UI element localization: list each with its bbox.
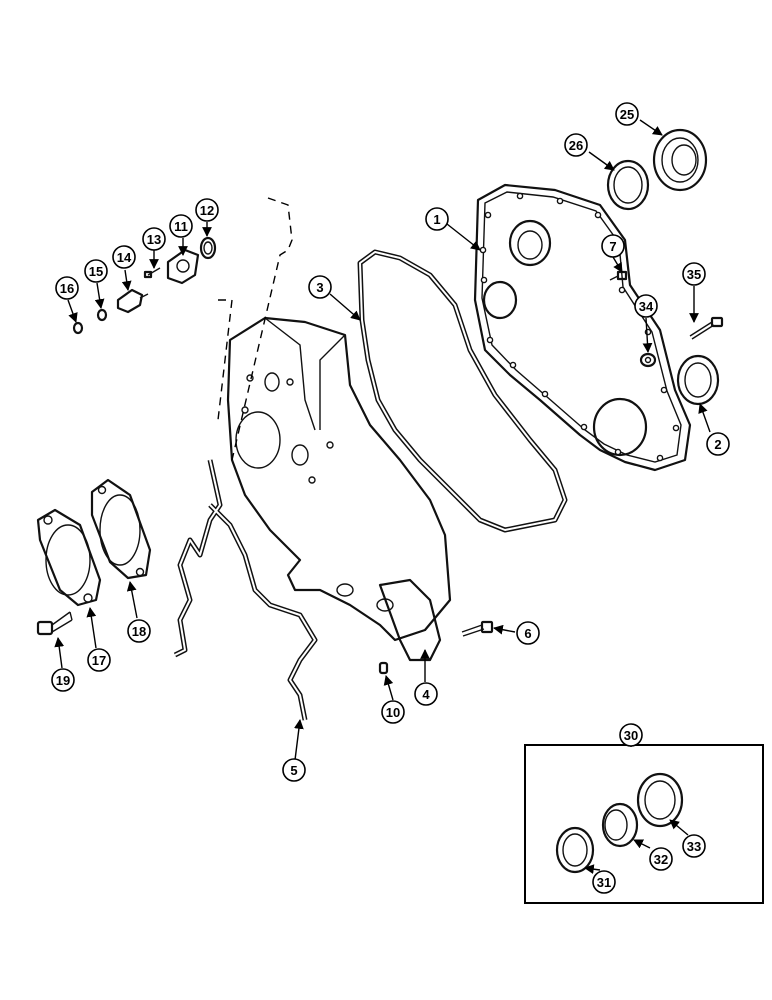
svg-text:25: 25	[620, 107, 634, 122]
svg-text:17: 17	[92, 653, 106, 668]
svg-text:35: 35	[687, 267, 701, 282]
leader-lines	[54, 119, 711, 875]
callout-26: 26	[564, 133, 588, 157]
crankshaft-seal	[676, 354, 720, 406]
callout-1: 1	[425, 207, 449, 231]
callout-12: 12	[195, 198, 219, 222]
callout-32: 32	[649, 847, 673, 871]
callout-31: 31	[592, 870, 616, 894]
svg-text:3: 3	[316, 280, 323, 295]
callout-3: 3	[308, 275, 332, 299]
svg-text:13: 13	[147, 232, 161, 247]
cover-screw	[609, 270, 628, 281]
fitting-o-ring	[96, 308, 108, 322]
callout-4: 4	[414, 682, 438, 706]
svg-text:31: 31	[597, 875, 611, 890]
plate-bolt	[36, 611, 73, 636]
callout-34: 34	[634, 294, 658, 318]
svg-text:26: 26	[569, 138, 583, 153]
callout-17: 17	[87, 648, 111, 672]
kit-wear-sleeve	[636, 772, 684, 828]
svg-text:4: 4	[422, 687, 430, 702]
callout-30: 30	[619, 723, 643, 747]
seal-kit-box	[524, 744, 764, 904]
wear-sleeve	[652, 128, 708, 192]
callout-15: 15	[84, 259, 108, 283]
svg-text:11: 11	[174, 219, 188, 234]
svg-text:6: 6	[524, 626, 531, 641]
svg-text:16: 16	[60, 281, 74, 296]
housing-capscrew	[461, 620, 494, 637]
accessory-cover-plate	[36, 508, 102, 607]
cover-capscrew	[689, 316, 724, 340]
callout-35: 35	[682, 262, 706, 286]
housing-gasket	[173, 459, 318, 721]
front-oil-seal	[606, 159, 650, 211]
dowel-pin	[378, 661, 389, 675]
callout-7: 7	[601, 234, 625, 258]
adapter-screw	[143, 267, 161, 279]
callout-14: 14	[112, 245, 136, 269]
callout-18: 18	[127, 619, 151, 643]
fitting-washer	[72, 321, 84, 335]
svg-text:30: 30	[624, 728, 638, 743]
cover-gasket	[357, 249, 568, 533]
svg-text:34: 34	[639, 299, 654, 314]
callout-25: 25	[615, 102, 639, 126]
callout-16: 16	[55, 276, 79, 300]
svg-text:14: 14	[117, 250, 132, 265]
svg-text:18: 18	[132, 624, 146, 639]
plug	[639, 352, 657, 368]
callout-5: 5	[282, 758, 306, 782]
svg-text:19: 19	[56, 673, 70, 688]
callout-2: 2	[706, 432, 730, 456]
svg-text:1: 1	[433, 212, 440, 227]
callout-33: 33	[682, 834, 706, 858]
callout-19: 19	[51, 668, 75, 692]
callout-13: 13	[142, 227, 166, 251]
svg-text:32: 32	[654, 852, 668, 867]
svg-text:2: 2	[714, 437, 721, 452]
svg-text:10: 10	[386, 705, 400, 720]
svg-text:33: 33	[687, 839, 701, 854]
gear-housing	[226, 316, 452, 662]
callout-10: 10	[381, 700, 405, 724]
kit-sleeve-installer	[601, 802, 639, 848]
breather-fitting	[116, 288, 149, 314]
callout-6: 6	[516, 621, 540, 645]
callout-11: 11	[169, 214, 193, 238]
svg-text:7: 7	[609, 239, 616, 254]
kit-oil-seal	[555, 826, 595, 874]
svg-text:12: 12	[200, 203, 214, 218]
adapter-o-ring	[199, 236, 217, 260]
front-gear-cover	[473, 183, 692, 472]
svg-text:5: 5	[290, 763, 297, 778]
accessory-plate-gasket	[90, 478, 152, 580]
svg-text:15: 15	[89, 264, 103, 279]
